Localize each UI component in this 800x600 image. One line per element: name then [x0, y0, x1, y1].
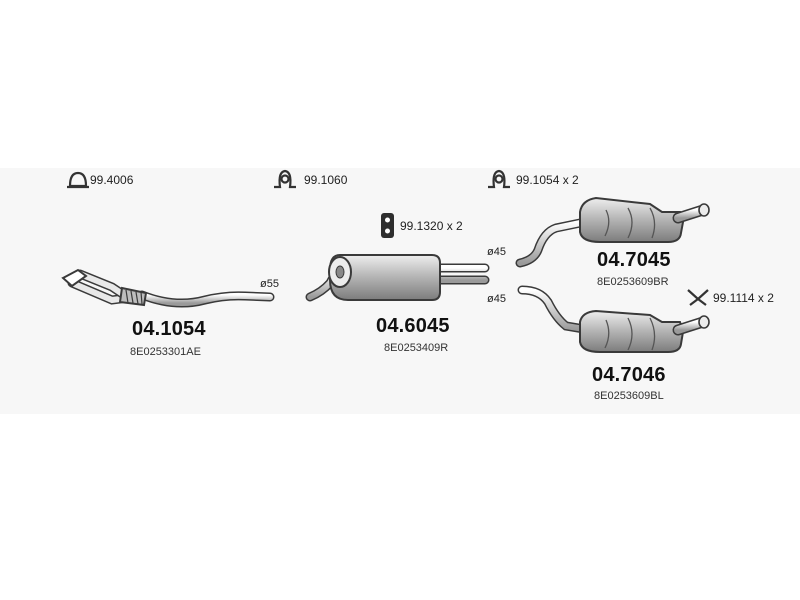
center-muffler-oe-number: 8E0253409R — [384, 342, 449, 354]
rear-left-oe-number: 8E0253609BL — [594, 390, 664, 402]
hanger-omega-label: 99.1060 — [304, 173, 348, 187]
bracket-v-icon — [687, 289, 709, 306]
hanger-omega-2-label: 99.1054 x 2 — [516, 173, 579, 187]
rear-left-muffler-drawing — [517, 285, 710, 353]
rear-right-diameter: ø45 — [487, 246, 506, 258]
clamp-ring-icon — [67, 171, 89, 189]
rubber-mount-label: 99.1320 x 2 — [400, 219, 463, 233]
front-pipe-diameter: ø55 — [260, 278, 279, 290]
rear-left-part-number: 04.7046 — [592, 364, 666, 386]
front-pipe-drawing — [61, 268, 275, 308]
rubber-mount-icon — [381, 213, 394, 238]
bracket-v-label: 99.1114 x 2 — [713, 291, 774, 305]
hanger-omega-icon — [274, 169, 296, 189]
rear-left-diameter: ø45 — [487, 293, 506, 305]
rear-right-part-number: 04.7045 — [597, 249, 671, 271]
center-muffler-drawing — [305, 254, 490, 302]
rear-right-muffler-drawing — [515, 196, 710, 268]
rear-right-oe-number: 8E0253609BR — [597, 276, 669, 288]
front-pipe-part-number: 04.1054 — [132, 318, 206, 340]
front-pipe-oe-number: 8E0253301AE — [130, 346, 201, 358]
center-muffler-part-number: 04.6045 — [376, 315, 450, 337]
clamp-ring-label: 99.4006 — [90, 173, 134, 187]
hanger-omega-icon-2 — [488, 169, 510, 189]
